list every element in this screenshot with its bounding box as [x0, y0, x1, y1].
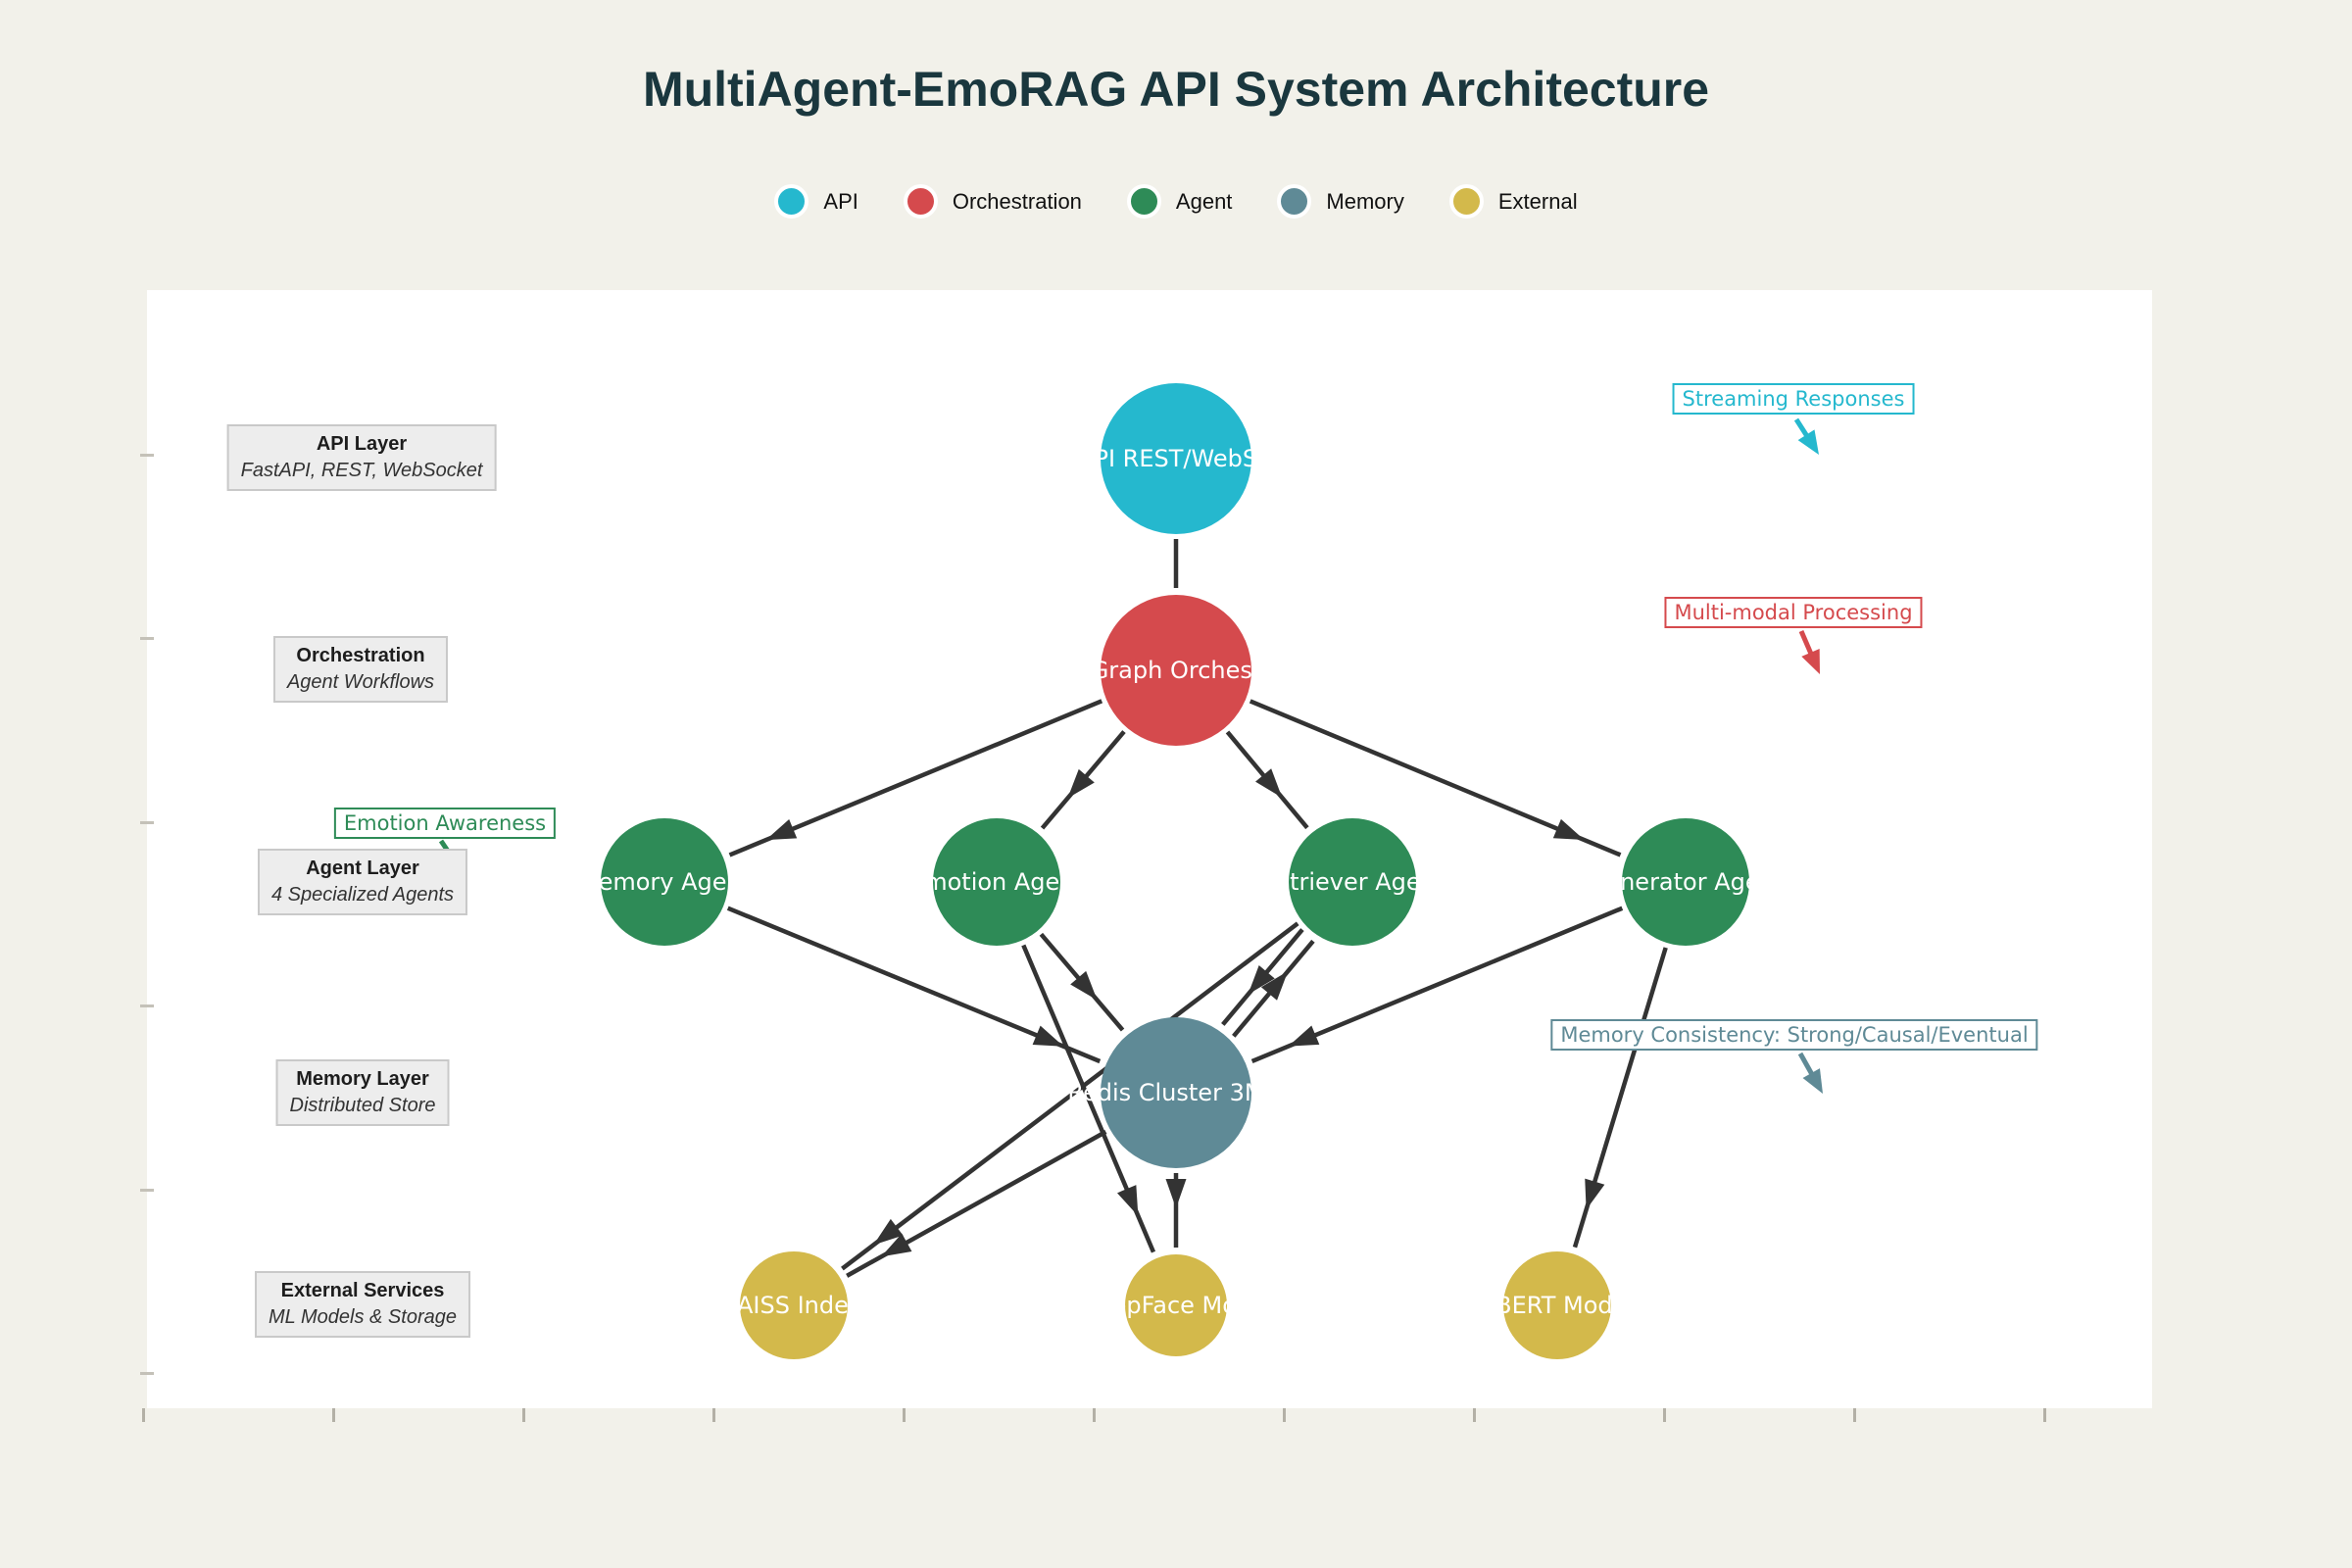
x-axis-tick [903, 1408, 906, 1422]
layer-subtitle: Agent Workflows [286, 671, 435, 693]
layer-title: Agent Layer [306, 858, 419, 879]
annotation-streaming-responses: Streaming Responses [1672, 383, 1915, 415]
node-label-emotion-agent: Emotion Agent [909, 868, 1084, 896]
arrowhead-generator-agent-to-sbert [1585, 1178, 1605, 1210]
node-generator-agent: Generator Agent [1588, 818, 1784, 946]
legend-item-external: External [1448, 184, 1578, 219]
x-axis-tick [1473, 1408, 1476, 1422]
node-retriever-agent: Retriever Agent [1260, 818, 1445, 946]
annotation-arrowhead-streaming-responses [1797, 429, 1819, 455]
node-label-faiss: FAISS Index [725, 1292, 862, 1319]
y-axis-tick [140, 637, 154, 640]
legend-swatch-agent [1126, 184, 1161, 219]
legend: API Orchestration Agent Memory External [0, 184, 2352, 219]
x-axis-tick [1663, 1408, 1666, 1422]
arrowhead-emotion-agent-to-redis [1070, 970, 1098, 1001]
node-redis: Redis Cluster 3M+ [1067, 1017, 1285, 1168]
legend-item-memory: Memory [1277, 184, 1404, 219]
legend-item-api: API [774, 184, 858, 219]
page-title: MultiAgent-EmoRAG API System Architectur… [642, 62, 1710, 117]
node-sbert: SBERT Model [1481, 1251, 1634, 1359]
y-axis-tick [140, 1004, 154, 1007]
arrowhead-redis-to-retriever-agent [1260, 971, 1289, 1001]
layer-title: Orchestration [296, 645, 425, 666]
node-label-generator-agent: Generator Agent [1587, 868, 1785, 896]
annotation-emotion-awareness: Emotion Awareness [333, 808, 557, 839]
arrowhead-emotion-agent-to-deepface [1117, 1185, 1139, 1216]
annotation-arrowhead-memory-consistency [1802, 1068, 1823, 1094]
node-faiss: FAISS Index [725, 1251, 862, 1359]
arrowhead-memory-agent-to-redis [1032, 1025, 1064, 1047]
legend-swatch-orchestration [903, 184, 938, 219]
layer-subtitle: Distributed Store [289, 1095, 436, 1116]
layer-title: Memory Layer [296, 1068, 429, 1090]
legend-label: Memory [1326, 188, 1404, 214]
node-label-retriever-agent: Retriever Agent [1259, 868, 1446, 896]
x-axis-tick [1093, 1408, 1096, 1422]
node-memory-agent: Memory Agent [578, 818, 751, 946]
legend-label: External [1497, 188, 1578, 214]
node-label-sbert: SBERT Model [1480, 1292, 1635, 1319]
node-label-memory-agent: Memory Agent [577, 868, 752, 896]
node-label-redis: Redis Cluster 3M+ [1067, 1079, 1285, 1106]
legend-label: Orchestration [952, 188, 1082, 214]
arrowhead-retriever-agent-to-redis [1248, 965, 1275, 995]
arrowhead-orchestrator-to-memory-agent [765, 819, 798, 841]
annotation-multi-modal-processing: Multi-modal Processing [1664, 597, 1923, 628]
layer-subtitle: FastAPI, REST, WebSocket [240, 460, 483, 481]
layer-subtitle: ML Models & Storage [269, 1306, 457, 1328]
layer-label-agent-layer: Agent Layer 4 Specialized Agents [257, 849, 468, 915]
node-emotion-agent: Emotion Agent [909, 818, 1084, 946]
arrowhead-generator-agent-to-redis [1288, 1025, 1320, 1047]
layer-label-external-layer: External Services ML Models & Storage [255, 1271, 470, 1338]
node-api: FastAPI REST/WebSocket [1031, 383, 1321, 534]
layer-title: External Services [280, 1280, 445, 1301]
x-axis-tick [712, 1408, 715, 1422]
node-label-api: FastAPI REST/WebSocket [1030, 445, 1322, 472]
y-axis-tick [140, 454, 154, 457]
legend-label: Agent [1175, 188, 1233, 214]
arrowhead-redis-to-deepface [1165, 1179, 1187, 1208]
x-axis-tick [2043, 1408, 2046, 1422]
legend-item-agent: Agent [1126, 184, 1233, 219]
node-label-deepface: DeepFace Model [1079, 1292, 1273, 1319]
arrowhead-orchestrator-to-generator-agent [1552, 818, 1585, 841]
x-axis-tick [332, 1408, 335, 1422]
y-axis-tick [140, 1189, 154, 1192]
y-axis-tick [140, 1372, 154, 1375]
node-deepface: DeepFace Model [1079, 1254, 1273, 1356]
x-axis-tick [142, 1408, 145, 1422]
annotation-memory-consistency: Memory Consistency: Strong/Causal/Eventu… [1550, 1019, 2038, 1051]
x-axis-tick [1283, 1408, 1286, 1422]
node-orchestrator: LangGraph Orchestrator [1033, 595, 1319, 746]
x-axis-tick [1853, 1408, 1856, 1422]
arrowhead-retriever-agent-to-faiss [873, 1218, 904, 1246]
legend-swatch-external [1448, 184, 1484, 219]
arrowhead-orchestrator-to-emotion-agent [1067, 768, 1095, 799]
node-label-orchestrator: LangGraph Orchestrator [1033, 657, 1319, 684]
legend-swatch-memory [1277, 184, 1312, 219]
arrowhead-orchestrator-to-retriever-agent [1255, 768, 1283, 798]
x-axis-tick [522, 1408, 525, 1422]
y-axis-tick [140, 821, 154, 824]
arrowhead-redis-to-faiss [881, 1233, 912, 1257]
legend-label: API [823, 188, 858, 214]
layer-subtitle: 4 Specialized Agents [270, 884, 455, 906]
legend-swatch-api [774, 184, 809, 219]
edge-retriever-agent-to-faiss [841, 921, 1299, 1271]
legend-item-orchestration: Orchestration [903, 184, 1082, 219]
layer-title: API Layer [316, 433, 408, 455]
annotation-arrowhead-multi-modal-processing [1801, 649, 1820, 674]
